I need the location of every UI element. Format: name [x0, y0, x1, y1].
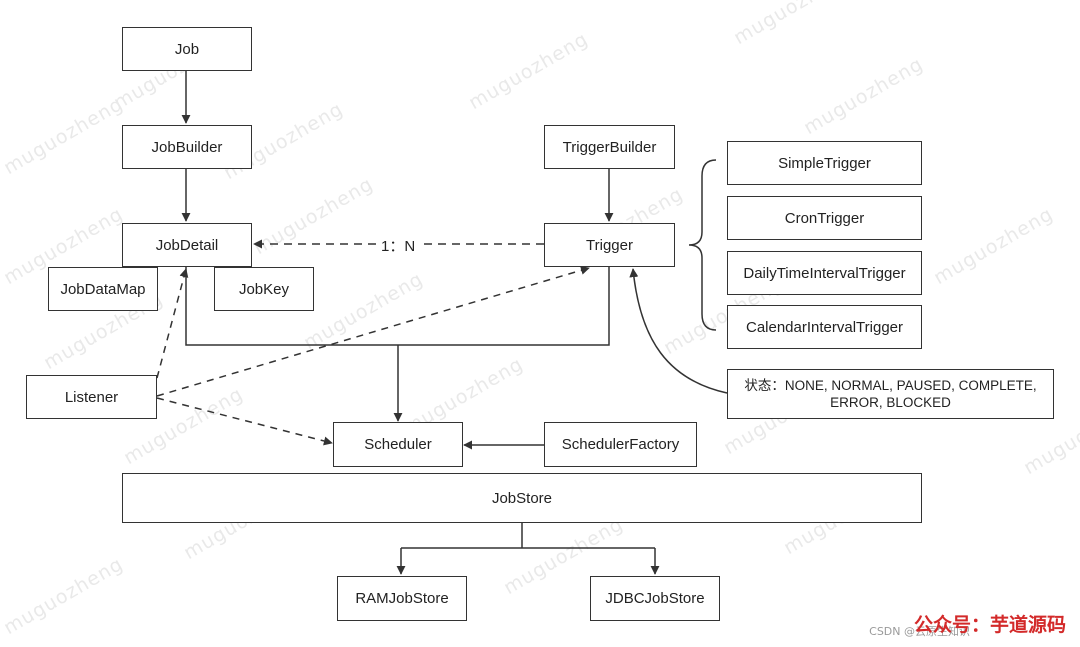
node-scheduler-factory: SchedulerFactory	[544, 422, 697, 467]
brand-label: 公众号：芋道源码	[913, 614, 1066, 636]
node-job-detail: JobDetail	[122, 223, 252, 267]
node-trigger-states: 状态：NONE, NORMAL, PAUSED, COMPLETE, ERROR…	[727, 369, 1054, 419]
relation-label-1-n: 1：N	[378, 235, 419, 256]
node-job-builder: JobBuilder	[122, 125, 252, 169]
node-job: Job	[122, 27, 252, 71]
node-scheduler: Scheduler	[333, 422, 463, 467]
trigger-types-brace	[688, 159, 717, 331]
edge-listener-to-trigger	[156, 265, 590, 397]
node-jdbc-job-store: JDBCJobStore	[590, 576, 720, 621]
node-ram-job-store: RAMJobStore	[337, 576, 467, 621]
node-trigger: Trigger	[544, 223, 675, 267]
node-job-data-map: JobDataMap	[48, 267, 158, 311]
node-job-store: JobStore	[122, 473, 922, 523]
edge-listener-to-scheduler	[156, 397, 333, 446]
edge-states-to-trigger	[629, 268, 728, 394]
node-cron-trigger: CronTrigger	[727, 196, 922, 240]
trigger-states-line-2: ERROR, BLOCKED	[830, 395, 951, 410]
node-listener: Listener	[26, 375, 157, 419]
node-calendar-interval-trigger: CalendarIntervalTrigger	[727, 305, 922, 349]
node-trigger-builder: TriggerBuilder	[544, 125, 675, 169]
csdn-overlay-text: CSDN @云原生知识	[869, 625, 970, 638]
node-job-key: JobKey	[214, 267, 314, 311]
node-simple-trigger: SimpleTrigger	[727, 141, 922, 185]
edge-listener-to-jobdetail	[156, 268, 189, 379]
trigger-states-line-1: 状态：NONE, NORMAL, PAUSED, COMPLETE,	[744, 378, 1037, 393]
node-daily-time-interval-trigger: DailyTimeIntervalTrigger	[727, 251, 922, 295]
